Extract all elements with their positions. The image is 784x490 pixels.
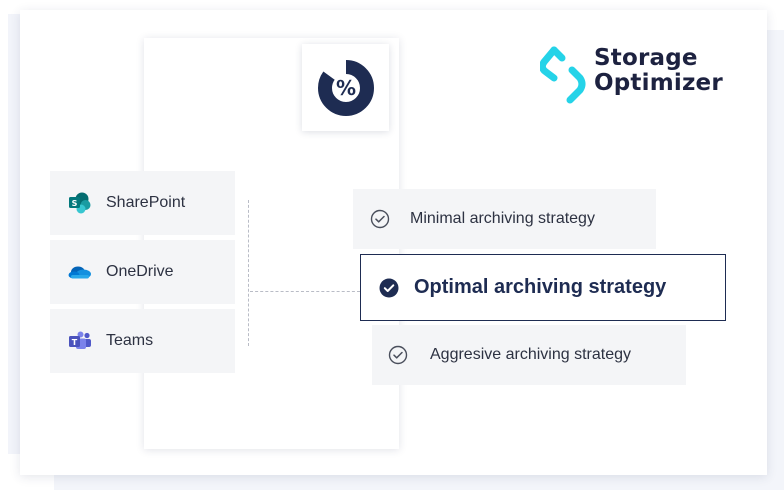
- gauge-symbol: %: [335, 76, 355, 100]
- source-item-sharepoint[interactable]: S SharePoint: [50, 171, 235, 235]
- source-label: OneDrive: [106, 263, 174, 280]
- strategy-optimal[interactable]: Optimal archiving strategy: [360, 254, 726, 321]
- source-item-teams[interactable]: T Teams: [50, 309, 235, 373]
- source-label: Teams: [106, 332, 154, 349]
- onedrive-icon: [68, 260, 92, 284]
- strategy-aggresive[interactable]: Aggresive archiving strategy: [372, 325, 686, 385]
- strategy-label: Aggresive archiving strategy: [430, 346, 631, 363]
- source-item-onedrive[interactable]: OneDrive: [50, 240, 235, 304]
- gauge-tile: %: [302, 44, 389, 131]
- storage-optimizer-logo: Storage Optimizer: [540, 44, 723, 104]
- strategy-minimal[interactable]: Minimal archiving strategy: [353, 189, 656, 249]
- svg-text:T: T: [72, 338, 78, 347]
- brand-name-line1: Storage: [594, 45, 698, 71]
- source-label: SharePoint: [106, 194, 186, 211]
- sharepoint-icon: S: [68, 191, 92, 215]
- brand-name-line2: Optimizer: [594, 70, 723, 96]
- percent-gauge-icon: %: [317, 59, 374, 116]
- strategy-label: Minimal archiving strategy: [410, 210, 595, 227]
- check-circle-outline-icon: [370, 209, 390, 229]
- check-circle-filled-icon: [379, 278, 399, 297]
- teams-icon: T: [68, 329, 92, 353]
- strategy-label-selected: Optimal archiving strategy: [414, 276, 667, 298]
- svg-text:S: S: [72, 199, 78, 208]
- connector-vertical: [248, 200, 249, 346]
- storage-optimizer-logo-icon: [540, 46, 586, 104]
- check-circle-outline-icon: [388, 345, 408, 365]
- connector-horizontal: [250, 291, 360, 292]
